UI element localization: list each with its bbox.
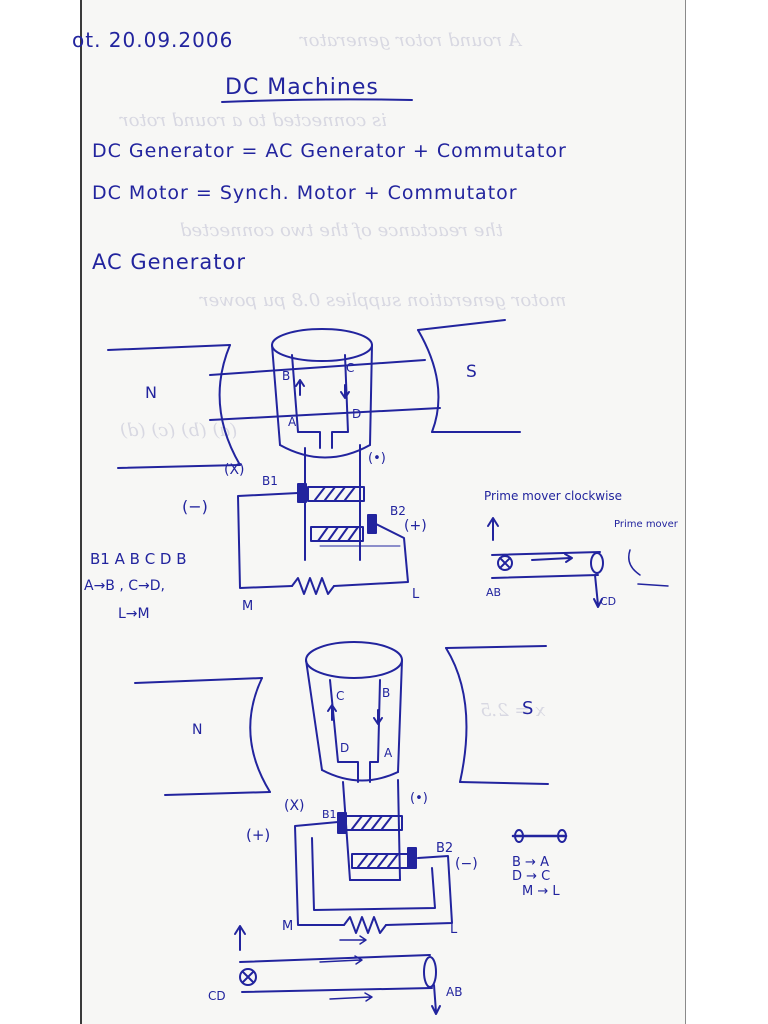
mapping-note-3: M → L <box>522 884 560 899</box>
mapping-note-1: B → A <box>512 855 549 870</box>
side-note-1: B1 A B C D B <box>90 550 187 568</box>
label-coil-b-2: B <box>382 686 390 700</box>
label-l-2: L <box>450 922 458 937</box>
label-b2-1: B2 <box>390 504 406 518</box>
label-cross-2: (X) <box>284 798 305 814</box>
label-b2-2: B2 <box>436 841 453 856</box>
page-title: DC Machines <box>225 75 379 100</box>
side-note-2: A→B , C→D, <box>84 578 165 594</box>
section-heading-ac-generator: AC Generator <box>92 250 246 274</box>
label-cd-1: CD <box>600 595 616 608</box>
date-line: ot. 20.09.2006 <box>72 28 234 52</box>
label-m-2: M <box>282 919 293 934</box>
label-ab-1: AB <box>486 586 501 599</box>
label-coil-c-2: C <box>336 689 344 703</box>
label-b1-1: B1 <box>262 474 278 488</box>
label-pole-s-2: S <box>522 698 533 719</box>
label-dot-2: (•) <box>410 791 428 806</box>
label-coil-b-1: B <box>282 369 290 383</box>
rotation-sketch-2 <box>234 829 568 1015</box>
label-coil-a-2: A <box>384 746 393 760</box>
page-margin-left <box>0 0 80 1024</box>
label-cross-1: (X) <box>224 462 245 478</box>
label-minus-2: (−) <box>455 856 478 872</box>
diagram-labels: N S B C A D (X) B1 (•) (−) B2 (+) M L B1… <box>84 361 679 1003</box>
label-coil-c-1: C <box>346 361 354 375</box>
label-pole-n-1: N <box>145 383 157 402</box>
label-plus-1: (+) <box>404 518 427 534</box>
page-binding-line <box>80 0 82 1024</box>
label-l-1: L <box>412 587 420 602</box>
label-pole-n-2: N <box>192 722 202 738</box>
ac-generator-diagram-1 <box>107 319 521 595</box>
label-m-1: M <box>242 599 253 614</box>
page-edge-line <box>685 0 686 1024</box>
label-pole-s-1: S <box>466 362 477 382</box>
label-coil-d-1: D <box>352 407 361 421</box>
label-plus-2: (+) <box>246 826 270 844</box>
label-cd-2: CD <box>208 989 226 1003</box>
note-line-dc-generator: DC Generator = AC Generator + Commutator <box>92 140 567 162</box>
prime-mover-note-1: Prime mover clockwise <box>484 489 622 503</box>
side-note-3: L→M <box>118 606 150 622</box>
label-minus-1: (−) <box>182 497 208 516</box>
rotation-sketch-1 <box>487 517 669 608</box>
label-dot-1: (•) <box>368 451 386 466</box>
mapping-note-2: D → C <box>512 869 550 884</box>
prime-mover-note-2: Prime mover <box>614 519 679 530</box>
note-line-dc-motor: DC Motor = Synch. Motor + Commutator <box>92 182 518 204</box>
label-b1-2: B1 <box>322 808 337 821</box>
label-coil-d-2: D <box>340 741 349 755</box>
label-ab-2: AB <box>446 985 462 999</box>
label-coil-a-1: A <box>288 415 297 429</box>
ac-generator-diagram-2 <box>134 641 549 945</box>
page-margin-right <box>686 0 768 1024</box>
